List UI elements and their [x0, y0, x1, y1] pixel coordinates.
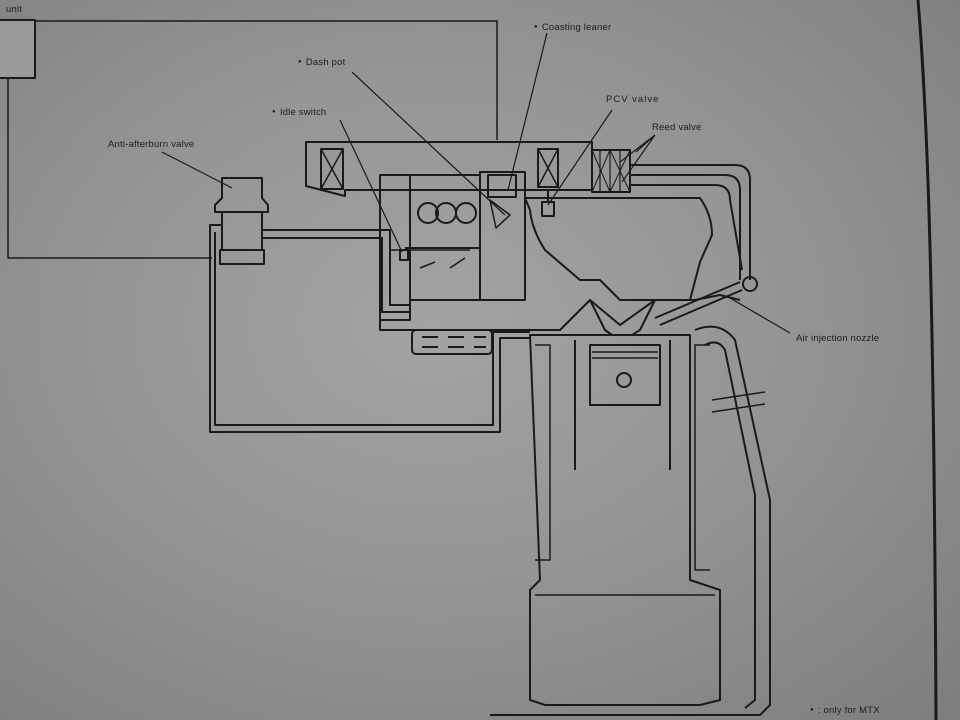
- intake-manifold: [524, 197, 713, 301]
- air-injection-tube: [654, 281, 741, 319]
- unit-wire-left: [7, 78, 212, 259]
- dash-pot-label: Dash pot: [298, 57, 345, 68]
- idle-switch-label: Idle switch: [272, 107, 326, 118]
- dash-pot-body: [479, 171, 526, 301]
- reed-valve-block: [591, 149, 631, 193]
- piston-pin: [616, 372, 632, 388]
- throttle-body: [379, 174, 411, 321]
- intake-valve: [589, 299, 613, 336]
- filter-element-right: [537, 148, 559, 188]
- leader-afterburn: [161, 151, 233, 189]
- float-chamber: [411, 329, 493, 355]
- afterburn-hose-lower: [209, 224, 530, 433]
- footnote-label: : only for MTX: [810, 705, 880, 716]
- engine-block: [529, 334, 721, 706]
- coasting-leaner-unit: [487, 174, 517, 198]
- anti-afterburn-valve: [214, 177, 269, 213]
- leader-idle-switch: [339, 119, 403, 253]
- exhaust-valve: [631, 299, 656, 336]
- leader-pcv-valve: [547, 109, 613, 206]
- leader-air-nozzle: [729, 297, 791, 334]
- piston: [589, 344, 661, 406]
- leader-reed-valve: [619, 134, 656, 183]
- control-unit-box: [0, 19, 36, 79]
- air-injection-nozzle-label: Air injection nozzle: [796, 333, 880, 344]
- reed-air-line: [630, 164, 751, 280]
- unit-label: unit: [6, 4, 23, 15]
- exhaust-manifold: [490, 325, 771, 716]
- page-edge: [916, 0, 938, 720]
- unit-wire-top: [35, 20, 498, 140]
- air-cleaner-housing: [305, 141, 593, 197]
- leader-coasting-leaner: [507, 32, 548, 191]
- filter-element-left: [320, 148, 344, 190]
- reed-valve-label: Reed valve: [652, 122, 702, 133]
- anti-afterburn-valve-label: Anti-afterburn valve: [108, 139, 195, 150]
- air-nozzle-joint: [742, 276, 758, 292]
- afterburn-hose-upper: [262, 229, 410, 306]
- coasting-leaner-label: Coasting leaner: [534, 22, 611, 33]
- pcv-valve-label: PCV valve: [606, 94, 660, 105]
- leader-dash-pot: [351, 71, 506, 216]
